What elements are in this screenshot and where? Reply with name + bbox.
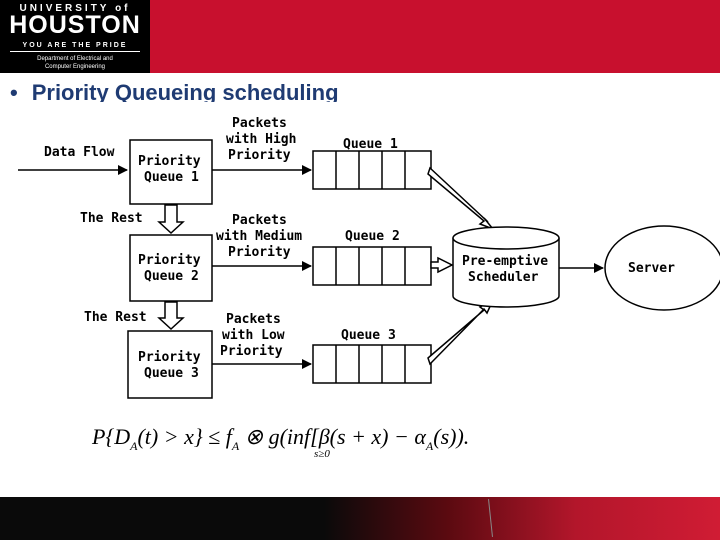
- logo-divider: [10, 51, 140, 52]
- header-bar: UNIVERSITY of HOUSTON YOU ARE THE PRIDE …: [0, 0, 720, 73]
- scheduler-label-2: Scheduler: [468, 270, 539, 285]
- priority-queue-3-box: [127, 330, 213, 399]
- formula-sub-a2: A: [231, 439, 240, 453]
- queue3-to-scheduler-arrow: [427, 298, 495, 366]
- priority-queue-3-label-1: Priority: [138, 350, 201, 365]
- medium-priority-label-3: Priority: [228, 245, 291, 260]
- logo-tagline: YOU ARE THE PRIDE: [22, 42, 128, 49]
- slide-title-text: Priority Queueing scheduling: [31, 80, 339, 102]
- queue-1-buffer: [312, 150, 432, 190]
- priority-queue-2-label-2: Queue 2: [144, 269, 199, 284]
- priority-queue-1-label-1: Priority: [138, 154, 201, 169]
- low-priority-label-2: with Low: [222, 328, 285, 343]
- low-priority-label-3: Priority: [220, 344, 283, 359]
- queue2-to-scheduler-arrow: [430, 256, 454, 274]
- queue-2-buffer: [312, 246, 432, 286]
- slide-title: • Priority Queueing scheduling: [10, 80, 339, 102]
- formula-part3: ⊗ g(inf[β(s + x) − α: [239, 424, 426, 449]
- formula-part4: (s)).: [433, 424, 470, 449]
- the-rest-arrow-1: [157, 204, 185, 235]
- the-rest-label-2: The Rest: [84, 310, 147, 325]
- department-line-1: Department of Electrical and: [37, 56, 113, 62]
- priority-queue-1-box: [129, 139, 213, 205]
- priority-queue-2-label-1: Priority: [138, 253, 201, 268]
- pre-emptive-scheduler: [452, 226, 560, 308]
- queue-3-buffer: [312, 344, 432, 384]
- high-priority-label-1: Packets: [232, 116, 287, 131]
- footer-bar: [0, 497, 720, 540]
- queue1-to-scheduler-arrow: [427, 166, 496, 231]
- low-priority-label-1: Packets: [226, 312, 281, 327]
- formula-sub-a3: A: [425, 439, 434, 453]
- priority-queue-2-box: [129, 234, 213, 302]
- the-rest-label-1: The Rest: [80, 211, 143, 226]
- the-rest-arrow-2: [157, 301, 185, 331]
- formula-lhs: P{D: [92, 424, 131, 449]
- priority-queue-3-label-2: Queue 3: [144, 366, 199, 381]
- delay-bound-formula: P{DA(t) > x} ≤ fA ⊗ g(inf[β(s + x) − αA(…: [92, 424, 470, 460]
- queue-1-label: Queue 1: [343, 137, 398, 152]
- department-name: Department of Electrical and Computer En…: [0, 55, 150, 71]
- footer-gradient: [0, 497, 720, 540]
- university-logo: UNIVERSITY of HOUSTON YOU ARE THE PRIDE …: [0, 0, 150, 73]
- medium-priority-label-1: Packets: [232, 213, 287, 228]
- logo-top-text: UNIVERSITY of: [19, 3, 131, 14]
- queue-2-label: Queue 2: [345, 229, 400, 244]
- server-label: Server: [628, 261, 675, 276]
- priority-queueing-diagram: Data Flow Priority Queue 1 Priority Queu…: [18, 116, 720, 399]
- formula-inf-subscript: s≥0: [314, 448, 330, 460]
- bullet-icon: •: [10, 80, 18, 102]
- scheduler-label-1: Pre-emptive: [462, 254, 548, 269]
- queue-3-label: Queue 3: [341, 328, 396, 343]
- high-priority-label-3: Priority: [228, 148, 291, 163]
- formula-sub-a1: A: [130, 439, 138, 453]
- medium-priority-label-2: with Medium: [216, 229, 302, 244]
- priority-queue-1-label-2: Queue 1: [144, 170, 199, 185]
- data-flow-label: Data Flow: [44, 145, 115, 160]
- formula-part2: (t) > x} ≤ f: [137, 424, 232, 449]
- server-node: [604, 225, 720, 311]
- high-priority-label-2: with High: [226, 132, 296, 147]
- department-line-2: Computer Engineering: [44, 64, 106, 70]
- logo-main-text: HOUSTON: [9, 11, 141, 39]
